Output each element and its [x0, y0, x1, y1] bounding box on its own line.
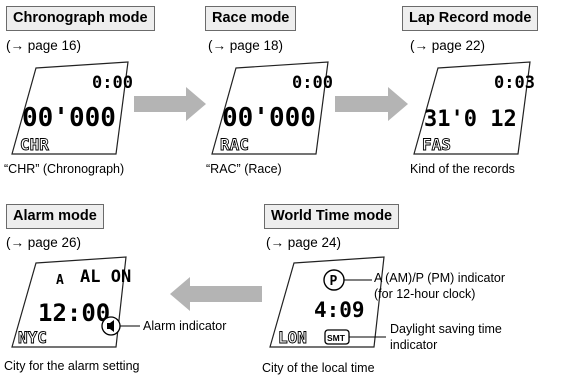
ampm-indicator-callout: A (AM)/P (PM) indicator (for 12-hour clo… — [374, 270, 505, 302]
world-time-caption: City of the local time — [262, 361, 375, 375]
chronograph-lcd: 0:00 00'000 CHR — [11, 61, 133, 155]
arrow-right-icon — [134, 87, 206, 121]
lap-record-top-digits: 0:03 — [494, 73, 535, 93]
alarm-indicator-callout: Alarm indicator — [143, 319, 227, 333]
alarm-page-ref: (→ page 26) — [6, 235, 82, 250]
arrow-left-icon — [170, 277, 262, 311]
arrow-right-icon — [335, 87, 408, 121]
dst-indicator-callout: Daylight saving time indicator — [390, 321, 502, 353]
world-time-page-ref: (→ page 24) — [266, 235, 342, 250]
lap-record-lcd: 0:03 31'0 12 FAS — [413, 61, 535, 155]
race-mode-label: Race mode — [205, 6, 297, 31]
world-time-pm-badge: P — [330, 274, 338, 289]
lap-record-caption: Kind of the records — [410, 162, 515, 176]
alarm-caption: City for the alarm setting — [4, 359, 140, 373]
dst-callout-line2: indicator — [390, 338, 438, 352]
alarm-lcd: A AL ON 12:00 NYC — [11, 256, 140, 348]
race-main-digits: 00'000 — [222, 103, 316, 133]
ampm-callout-line1: A (AM)/P (PM) indicator — [374, 271, 506, 285]
chronograph-main-digits: 00'000 — [22, 103, 116, 133]
chronograph-page-ref: (→ page 16) — [6, 38, 82, 53]
race-page-ref: (→ page 18) — [208, 38, 284, 53]
race-lcd: 0:00 00'000 RAC — [211, 61, 333, 155]
chronograph-bottom-code: CHR — [20, 135, 49, 154]
race-bottom-code: RAC — [220, 135, 249, 154]
ampm-callout-line2: (for 12-hour clock) — [374, 287, 476, 301]
alarm-main-digits: 12:00 — [38, 299, 110, 327]
chronograph-mode-label: Chronograph mode — [6, 6, 155, 31]
lap-record-mode-label: Lap Record mode — [402, 6, 539, 31]
race-caption: “RAC” (Race) — [206, 162, 282, 176]
lap-record-main-digits: 31'0 12 — [424, 107, 517, 132]
alarm-top-text: AL ON — [80, 267, 131, 287]
world-time-mode-label: World Time mode — [264, 204, 400, 229]
alarm-marker: A — [56, 273, 64, 288]
world-time-smt-badge: SMT — [327, 333, 346, 343]
world-time-bottom-code: LON — [278, 328, 307, 347]
dst-callout-line1: Daylight saving time — [390, 322, 502, 336]
lap-record-bottom-code: FAS — [422, 135, 451, 154]
race-top-digits: 0:00 — [292, 73, 333, 93]
world-time-lcd: P 4:09 LON SMT — [269, 256, 386, 348]
world-time-main-digits: 4:09 — [314, 298, 365, 322]
alarm-bottom-code: NYC — [18, 328, 47, 347]
lap-record-page-ref: (→ page 22) — [410, 38, 486, 53]
chronograph-top-digits: 0:00 — [92, 73, 133, 93]
alarm-mode-label: Alarm mode — [6, 204, 104, 229]
chronograph-caption: “CHR” (Chronograph) — [4, 162, 125, 176]
